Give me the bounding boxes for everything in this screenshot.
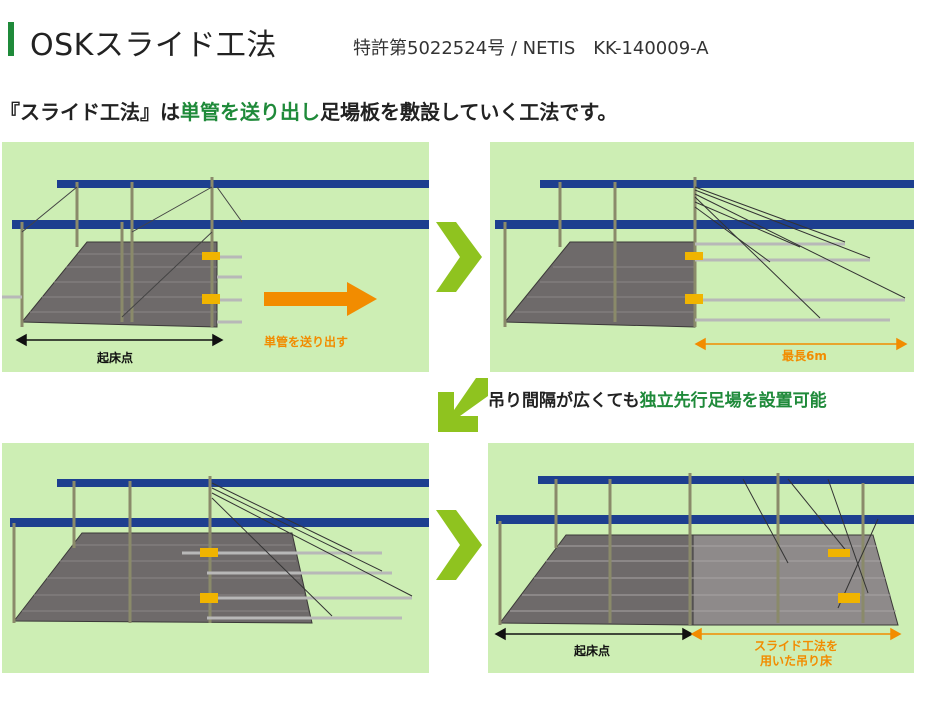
slide-floor-label-line2: 用いた吊り床: [760, 654, 833, 668]
panel-bottom-left: [2, 443, 429, 673]
lime-chevron-icon: [436, 222, 482, 292]
lime-diagonal-arrow-icon: [438, 378, 488, 432]
scaffold-illustration-top-left: [2, 177, 429, 347]
subtitle-post: 足場板を敷設していく工法です。: [320, 100, 618, 124]
subtitle-highlight: 単管を送り出し: [180, 100, 320, 124]
scaffold-illustration-bottom-left: [10, 476, 429, 624]
scaffold-illustration-top-right: [495, 177, 914, 351]
subtitle: 『スライド工法』は単管を送り出し足場板を敷設していく工法です。: [0, 96, 617, 125]
page-title: OSKスライド工法: [30, 28, 277, 63]
send-pipe-label: 単管を送り出す: [264, 335, 349, 349]
start-point-label: 起床点: [574, 644, 611, 658]
slide-floor-label: スライド工法を 用いた吊り床: [754, 639, 838, 669]
start-point-label: 起床点: [97, 351, 134, 365]
slide-floor-label-line1: スライド工法を: [754, 639, 839, 653]
panel-bottom-right: 起床点 スライド工法を 用いた吊り床: [488, 443, 914, 673]
middle-caption: 吊り間隔が広くても独立先行足場を設置可能: [488, 386, 827, 411]
title-accent-bar: [8, 22, 14, 56]
orange-arrow-icon: [264, 282, 377, 316]
panel-top-left: 起床点 単管を送り出す: [2, 142, 429, 372]
panel-top-right: 最長6m: [490, 142, 914, 372]
patent-info: 特許第5022524号 / NETIS KK-140009-A: [353, 38, 709, 59]
max-length-label: 最長6m: [782, 349, 827, 363]
subtitle-pre: 『スライド工法』は: [0, 100, 180, 124]
scaffold-illustration-bottom-right: [494, 473, 914, 641]
middle-caption-pre: 吊り間隔が広くても: [488, 391, 640, 411]
middle-caption-highlight: 独立先行足場を設置可能: [639, 391, 827, 411]
lime-chevron-icon: [436, 510, 482, 580]
